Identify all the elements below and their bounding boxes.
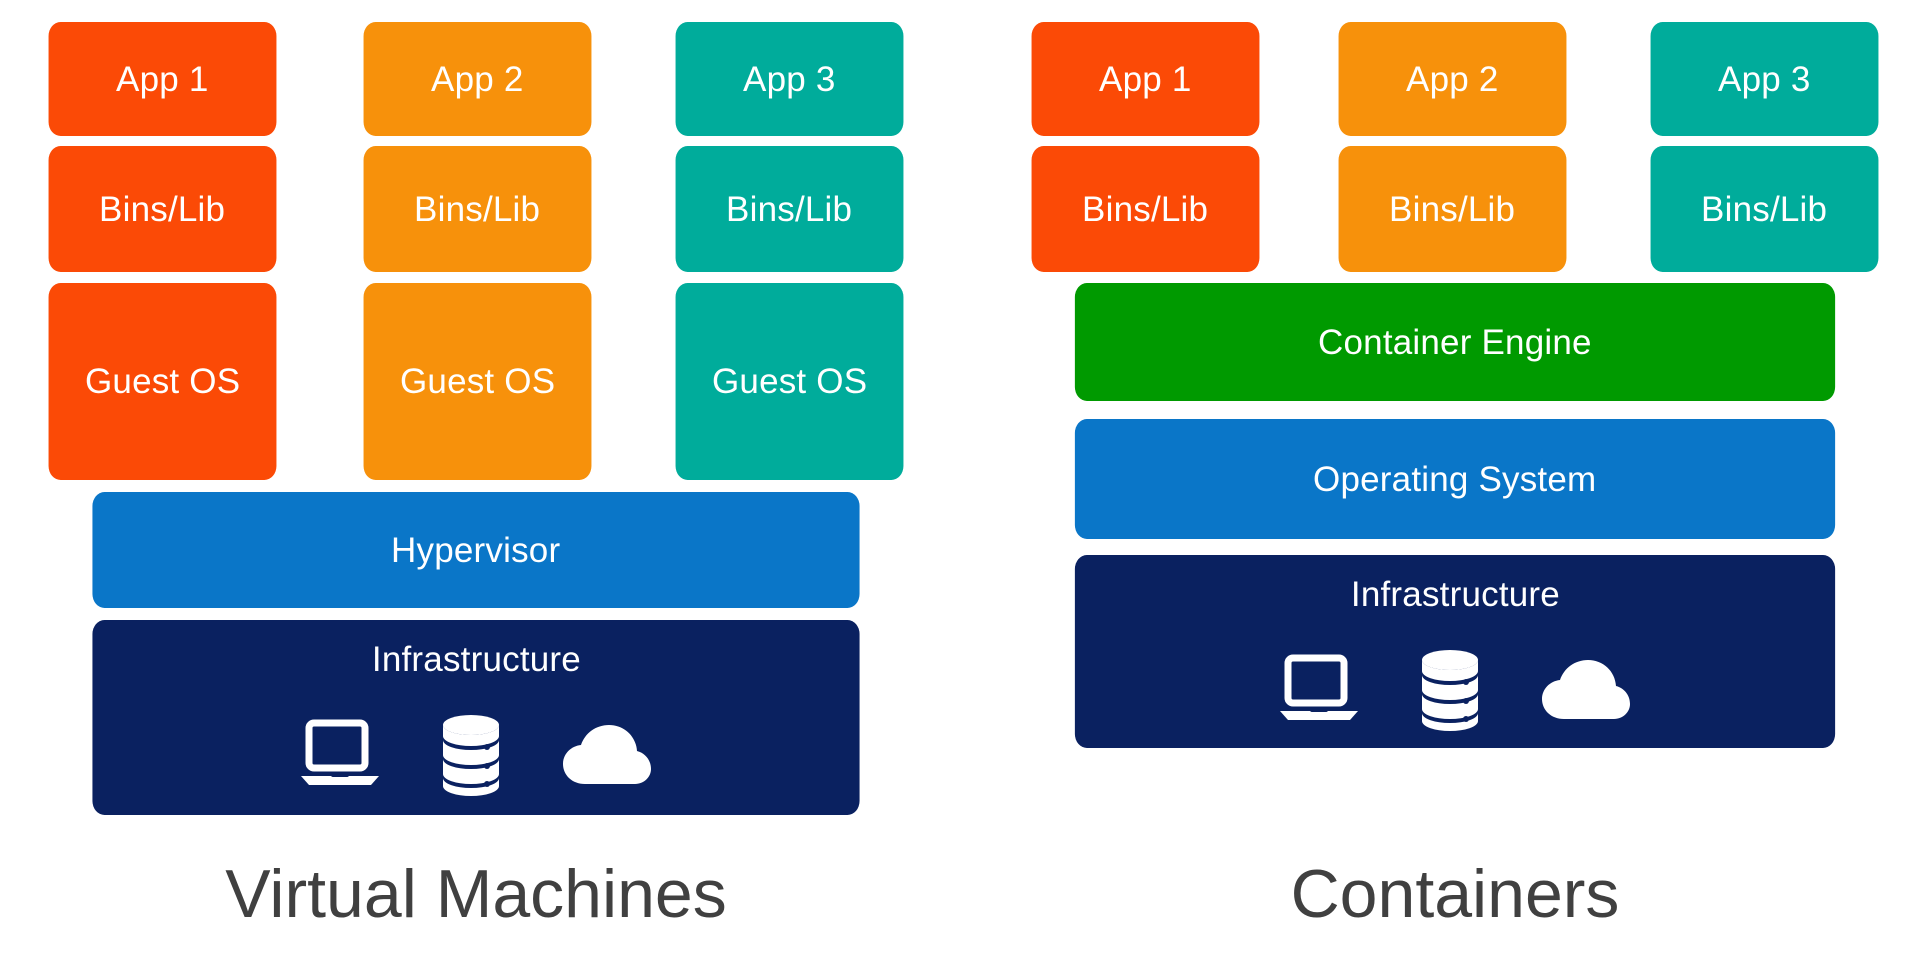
- container-app-3-box[interactable]: App 3: [1650, 22, 1879, 136]
- virtual-machines-caption-label: Virtual Machines: [225, 856, 727, 932]
- container-bins-lib-3-box[interactable]: Bins/Lib: [1650, 146, 1879, 272]
- container-bins-lib-2-label: Bins/Lib: [1389, 189, 1516, 229]
- vm-bins-lib-2-label: Bins/Lib: [414, 189, 541, 229]
- cloud-icon: [563, 724, 651, 786]
- virtual-machines-caption: Virtual Machines: [119, 860, 833, 928]
- container-bins-lib-1-label: Bins/Lib: [1082, 189, 1209, 229]
- container-app-1-box[interactable]: App 1: [1031, 22, 1260, 136]
- container-bins-lib-1-box[interactable]: Bins/Lib: [1031, 146, 1260, 272]
- laptop-icon: [301, 719, 379, 791]
- container-bins-lib-3-label: Bins/Lib: [1701, 189, 1828, 229]
- vm-bins-lib-1-label: Bins/Lib: [99, 189, 226, 229]
- container-app-2-box[interactable]: App 2: [1338, 22, 1567, 136]
- container-app-1-label: App 1: [1099, 59, 1192, 99]
- vm-bins-lib-1-box[interactable]: Bins/Lib: [48, 146, 277, 272]
- vm-app-3-box[interactable]: App 3: [675, 22, 904, 136]
- database-icon: [441, 714, 501, 796]
- container-app-3-label: App 3: [1718, 59, 1811, 99]
- containers-caption-label: Containers: [1290, 856, 1620, 932]
- vm-infrastructure-label: Infrastructure: [371, 640, 581, 679]
- vm-bins-lib-2-box[interactable]: Bins/Lib: [363, 146, 592, 272]
- vm-app-2-box[interactable]: App 2: [363, 22, 592, 136]
- vm-guest-os-3-box[interactable]: Guest OS: [675, 283, 904, 480]
- container-app-2-label: App 2: [1406, 59, 1499, 99]
- vm-bins-lib-3-label: Bins/Lib: [726, 189, 853, 229]
- laptop-icon: [1280, 654, 1358, 726]
- container-engine-label: Container Engine: [1318, 322, 1592, 362]
- database-icon: [1420, 649, 1480, 731]
- vm-app-2-label: App 2: [431, 59, 524, 99]
- vm-guest-os-1-box[interactable]: Guest OS: [48, 283, 277, 480]
- container-infrastructure-icon-row: [1013, 645, 1897, 735]
- vm-app-1-box[interactable]: App 1: [48, 22, 277, 136]
- cloud-icon: [1542, 659, 1630, 721]
- containers-caption: Containers: [1101, 860, 1808, 928]
- vm-guest-os-2-label: Guest OS: [399, 362, 556, 401]
- container-infrastructure-label: Infrastructure: [1350, 575, 1560, 614]
- vm-app-1-label: App 1: [116, 59, 209, 99]
- vm-guest-os-1-label: Guest OS: [84, 362, 241, 401]
- vm-hypervisor-box[interactable]: Hypervisor: [92, 492, 860, 608]
- vm-guest-os-3-label: Guest OS: [711, 362, 868, 401]
- vm-guest-os-2-box[interactable]: Guest OS: [363, 283, 592, 480]
- vm-infrastructure-icon-row: [30, 710, 922, 800]
- vm-app-3-label: App 3: [743, 59, 836, 99]
- container-bins-lib-2-box[interactable]: Bins/Lib: [1338, 146, 1567, 272]
- container-operating-system-box[interactable]: Operating System: [1074, 419, 1836, 539]
- vm-bins-lib-3-box[interactable]: Bins/Lib: [675, 146, 904, 272]
- container-operating-system-label: Operating System: [1313, 459, 1597, 499]
- container-engine-box[interactable]: Container Engine: [1074, 283, 1836, 401]
- vm-hypervisor-label: Hypervisor: [391, 530, 561, 570]
